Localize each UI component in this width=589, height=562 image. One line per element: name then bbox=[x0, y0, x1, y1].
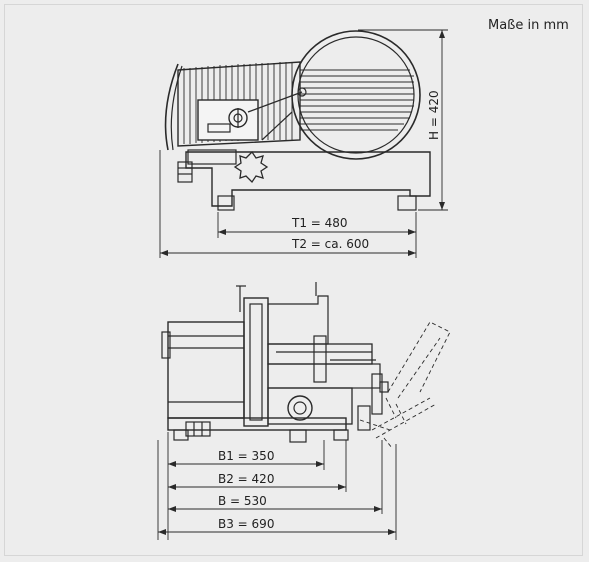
b2-label: B2 = 420 bbox=[218, 472, 274, 486]
side-view-machine bbox=[164, 30, 431, 211]
side-view-dimensions bbox=[159, 29, 448, 258]
carriage-swing-outline bbox=[359, 321, 451, 449]
front-view-machine bbox=[161, 282, 389, 443]
b-label: B = 530 bbox=[218, 494, 267, 508]
sheet-frame bbox=[4, 4, 583, 556]
front-view-dimensions bbox=[157, 432, 397, 540]
depth2-label: T2 = ca. 600 bbox=[291, 237, 369, 251]
b3-label: B3 = 690 bbox=[218, 517, 274, 531]
b1-label: B1 = 350 bbox=[218, 449, 274, 463]
depth1-label: T1 = 480 bbox=[291, 216, 348, 230]
units-label: Maße in mm bbox=[488, 18, 569, 33]
front-view-arrowheads bbox=[158, 461, 396, 535]
side-view-arrowheads bbox=[160, 30, 445, 256]
height-label: H = 420 bbox=[427, 90, 441, 140]
